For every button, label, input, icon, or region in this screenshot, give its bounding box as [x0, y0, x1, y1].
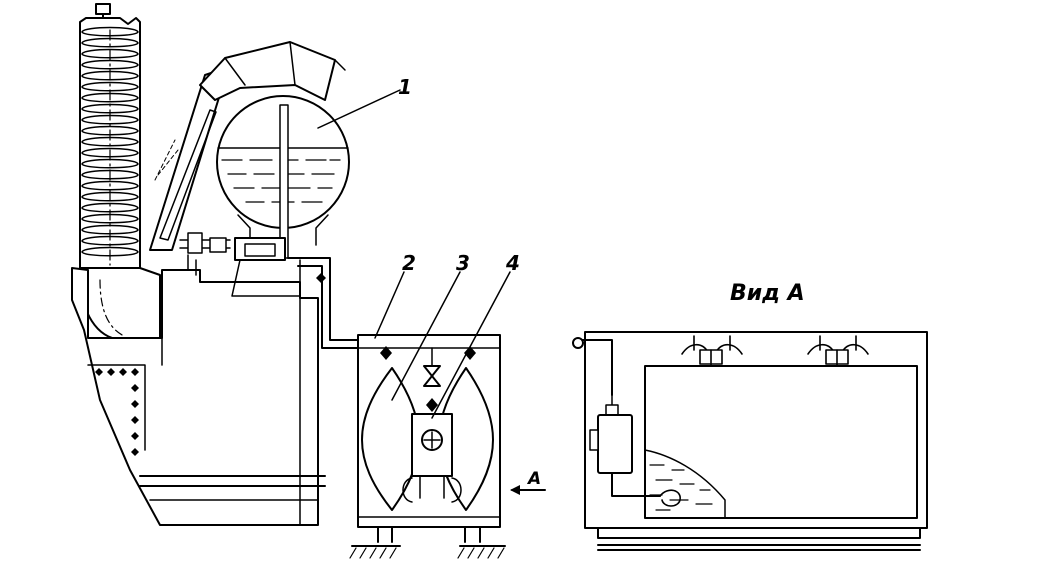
hose-rib	[81, 48, 139, 59]
valve	[423, 365, 441, 387]
hose-rib	[81, 246, 139, 257]
hose-elbow	[78, 267, 161, 339]
hose-rib	[81, 125, 139, 136]
hose-rib	[81, 235, 139, 246]
top-duct	[199, 41, 336, 101]
hose-rib	[81, 103, 139, 114]
callout-1: 1	[398, 75, 412, 99]
arrow-label: А	[526, 469, 541, 489]
tank-1	[216, 95, 350, 259]
hose-rib	[81, 224, 139, 235]
hose-rib	[81, 81, 139, 92]
hose-rib	[81, 70, 139, 81]
callout-4: 4	[505, 251, 520, 275]
view-a: Вид А	[572, 281, 928, 551]
hose-rib	[81, 26, 139, 37]
hose-rib	[81, 37, 139, 48]
filter-unit: 2 3 4 А	[349, 251, 546, 559]
hose-rib	[81, 191, 139, 202]
hose-rib	[81, 180, 139, 191]
side-canister	[589, 394, 681, 507]
hose-rib	[81, 92, 139, 103]
view-title: Вид А	[730, 281, 805, 306]
callout-2: 2	[402, 251, 416, 275]
callout-3: 3	[456, 251, 470, 275]
view-arrow-a: А	[510, 469, 546, 495]
hose-rib	[81, 213, 139, 224]
corner-rivets	[95, 368, 139, 456]
machine-assembly: 1	[71, 3, 412, 526]
hose-rib	[81, 147, 139, 158]
corrugated-hose	[79, 3, 141, 271]
hose-rib	[81, 136, 139, 147]
hose-rib	[81, 169, 139, 180]
hose-rib	[81, 59, 139, 70]
hose-ribs	[81, 26, 139, 257]
hose-rib	[81, 114, 139, 125]
top-mounts	[681, 335, 869, 367]
tank-piping	[179, 232, 381, 349]
liquid-level	[644, 449, 726, 519]
hose-rib	[81, 202, 139, 213]
hose-rib	[81, 158, 139, 169]
